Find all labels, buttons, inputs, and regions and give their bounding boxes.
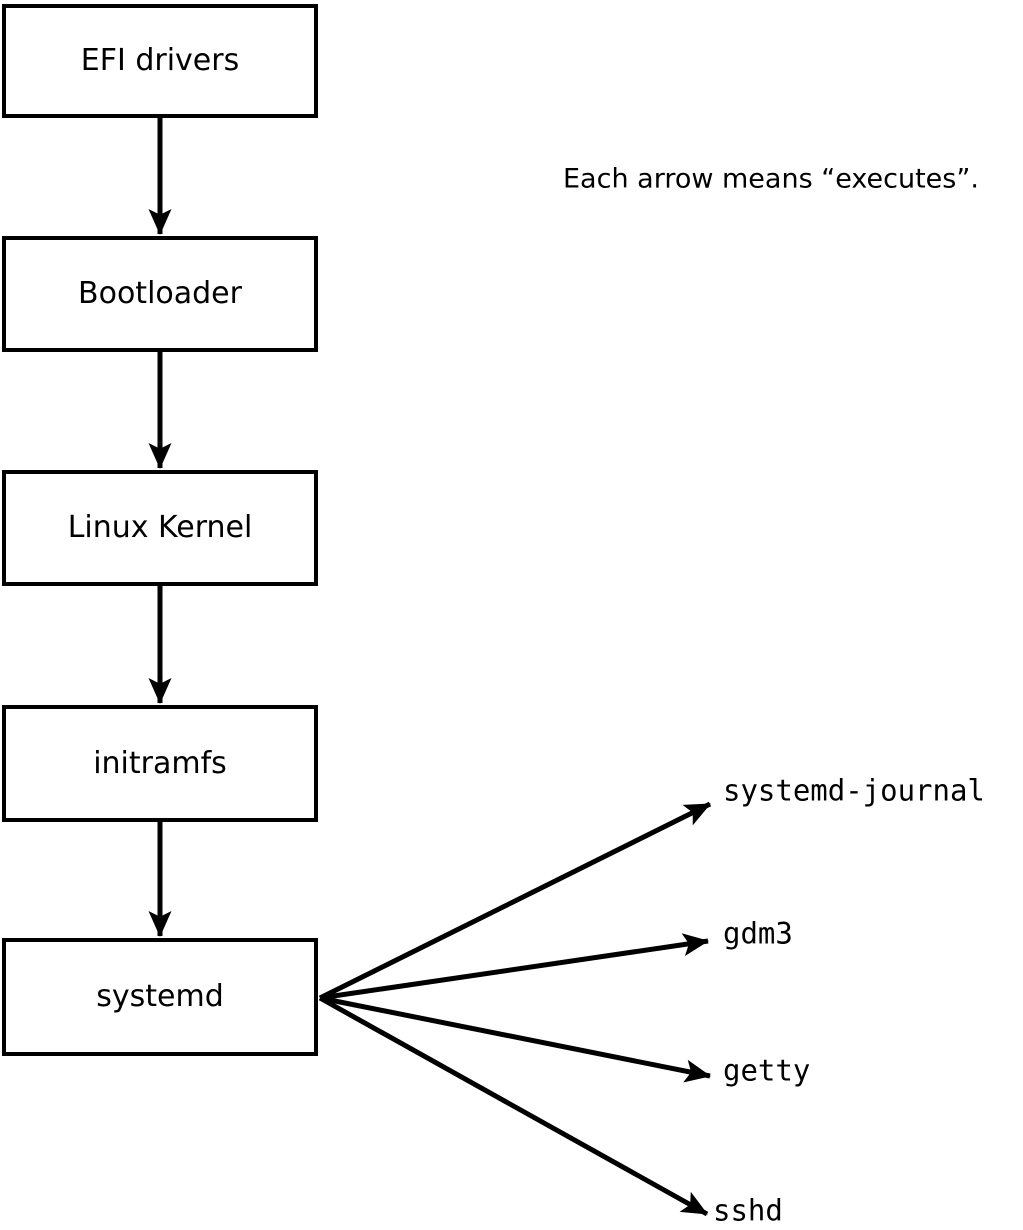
node-box-bootloader[interactable]: Bootloader bbox=[2, 236, 318, 352]
fanout-arrow-sshd bbox=[318, 995, 709, 1217]
node-box-initramfs[interactable]: initramfs bbox=[2, 705, 318, 822]
fanout-arrow-systemd-journal bbox=[318, 801, 712, 1001]
node-label: Linux Kernel bbox=[67, 510, 253, 545]
fanout-arrow-getty bbox=[319, 995, 711, 1083]
node-label: systemd bbox=[96, 979, 224, 1014]
leaf-label-getty[interactable]: getty bbox=[723, 1053, 811, 1088]
node-label: initramfs bbox=[93, 745, 227, 781]
leaf-label-gdm3[interactable]: gdm3 bbox=[723, 916, 793, 951]
leaf-label-systemd-journal[interactable]: systemd-journal bbox=[723, 773, 985, 808]
leaf-label-sshd[interactable]: sshd bbox=[713, 1193, 783, 1228]
node-box-efi-drivers[interactable]: EFI drivers bbox=[2, 4, 318, 118]
fanout-arrow-gdm3 bbox=[319, 933, 709, 1001]
node-box-linux-kernel[interactable]: Linux Kernel bbox=[2, 470, 318, 586]
node-label: EFI drivers bbox=[80, 43, 240, 78]
node-label: Bootloader bbox=[78, 276, 242, 311]
diagram-caption: Each arrow means “executes”. bbox=[563, 163, 979, 195]
fanout-arrow-group bbox=[318, 801, 712, 1217]
node-box-systemd[interactable]: systemd bbox=[2, 938, 318, 1056]
